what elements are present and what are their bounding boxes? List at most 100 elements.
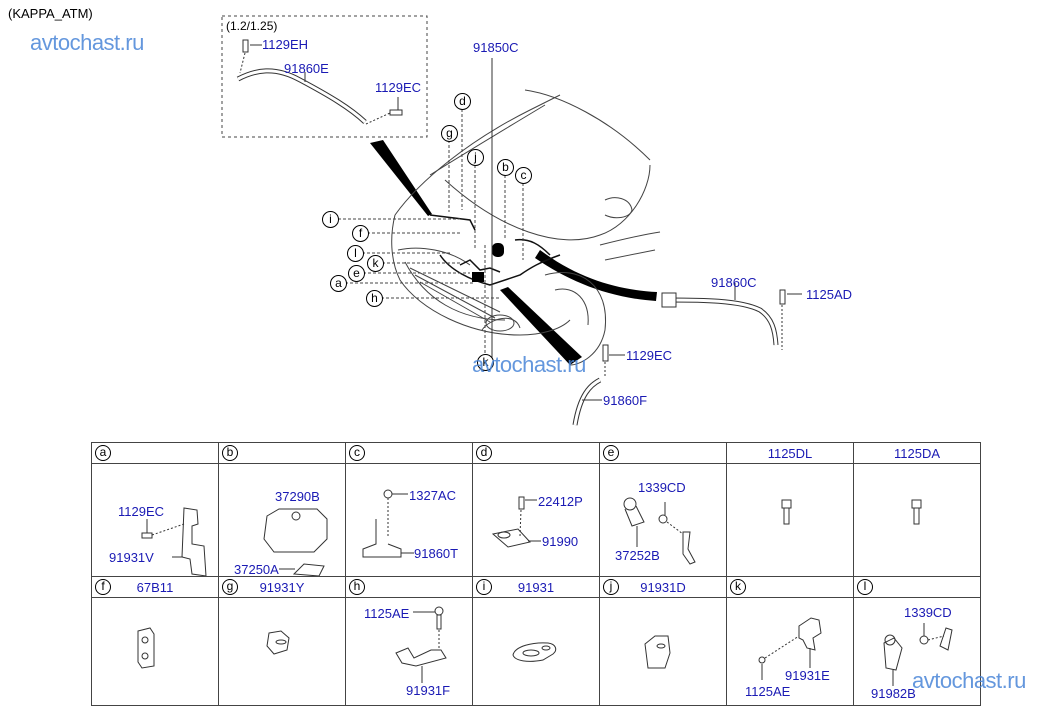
cell-j-header: j 91931D [599, 576, 727, 598]
cell-k-body: 91931E 1125AE [726, 597, 854, 706]
callout-g: g [441, 125, 458, 142]
cable-91860C [667, 297, 779, 346]
label-91931F: 91931F [406, 683, 451, 698]
connector-91982B-icon [883, 623, 953, 686]
watermark-middle: avtochast.ru [472, 352, 586, 377]
bracket-91931V-icon [141, 507, 207, 576]
callout-k-lower: k [477, 354, 494, 371]
callout-l: l [347, 245, 364, 262]
key-f: f [95, 579, 111, 595]
label-91982B: 91982B [871, 686, 916, 701]
key-h: h [349, 579, 365, 595]
cell-d-body: 22412P 91990 [472, 463, 600, 577]
cell-e-header: e [599, 442, 727, 464]
callout-k: k [367, 255, 384, 272]
inset-bolt-1129EC [389, 109, 403, 116]
bolt-1125AD [779, 289, 786, 305]
cell-f-body [91, 597, 219, 706]
label-91860C: 91860C [711, 275, 757, 290]
table-row-body-2: 1125AE 91931F 91931E 1125AE 1339CD 91982… [91, 597, 981, 706]
label-1129EC-lower: 1129EC [626, 348, 673, 363]
table-row-header-1: a b c d e 1125DL 1125DA [91, 442, 981, 464]
plate-91990-icon [491, 496, 541, 548]
title-91931: 91931 [517, 580, 555, 595]
label-91860F: 91860F [603, 393, 648, 408]
cell-i-header: i 91931 [472, 576, 600, 598]
leader-wedge-lower [500, 287, 582, 365]
cell-1125DA-body [853, 463, 981, 577]
key-i: i [476, 579, 492, 595]
bracket-91931F-icon [395, 606, 447, 683]
label-91931E: 91931E [785, 668, 830, 683]
leader-wedge-upper [370, 140, 432, 216]
bracket-91931E-icon [758, 617, 822, 680]
key-a: a [95, 445, 111, 461]
label-1339CD-e: 1339CD [638, 480, 686, 495]
callout-c: c [515, 167, 532, 184]
cell-b-body: 37290B 37250A [218, 463, 346, 577]
key-g: g [222, 579, 238, 595]
cell-h-body: 1125AE 91931F [345, 597, 473, 706]
label-91990: 91990 [542, 534, 579, 549]
cell-1125DA-header: 1125DA [853, 442, 981, 464]
label-91860T: 91860T [414, 546, 459, 561]
label-37250A: 37250A [234, 562, 279, 577]
label-37290B: 37290B [275, 489, 320, 504]
cell-i-body [472, 597, 600, 706]
title-1125DA: 1125DA [893, 446, 940, 461]
label-1129EH: 1129EH [262, 37, 309, 52]
leader-wedge-right [535, 250, 657, 301]
parts-table: a b c d e 1125DL 1125DA 1129EC 91931V 37… [91, 442, 981, 706]
table-row-body-1: 1129EC 91931V 37290B 37250A 1327AC 91860… [91, 463, 981, 577]
key-c: c [349, 445, 365, 461]
key-k: k [730, 579, 746, 595]
label-1125AE-k: 1125AE [745, 684, 791, 699]
label-1129EC-inset: 1129EC [375, 80, 422, 95]
label-1125AE-h: 1125AE [364, 606, 410, 621]
cell-a-header: a [91, 442, 219, 464]
sensor-37252B-icon [623, 497, 696, 565]
cell-g-header: g 91931Y [218, 576, 346, 598]
battery-cover-shape [492, 243, 504, 257]
cell-b-header: b [218, 442, 346, 464]
title-91931D: 91931D [640, 580, 686, 595]
variant-label: (KAPPA_ATM) [8, 6, 93, 21]
cable-91860F [572, 377, 602, 426]
cell-e-body: 1339CD 37252B [599, 463, 727, 577]
label-22412P: 22412P [538, 494, 583, 509]
bolt-1129EC-lower [602, 344, 609, 362]
cell-j-body [599, 597, 727, 706]
cell-1125DL-body [726, 463, 854, 577]
callout-f: f [352, 225, 369, 242]
callout-j: j [467, 149, 484, 166]
inset-bolt-1129EH [242, 39, 249, 53]
plate-67B11-icon [137, 627, 155, 669]
key-d: d [476, 445, 492, 461]
cell-c-body: 1327AC 91860T [345, 463, 473, 577]
cell-c-header: c [345, 442, 473, 464]
watermark-top: avtochast.ru [30, 30, 144, 55]
label-91931V: 91931V [109, 550, 154, 565]
callout-a: a [330, 275, 347, 292]
inset-spec: (1.2/1.25) [226, 19, 278, 33]
key-j: j [603, 579, 619, 595]
bolt-1125DL-icon [781, 499, 792, 525]
label-1125AD: 1125AD [806, 287, 853, 302]
label-1327AC: 1327AC [409, 488, 456, 503]
callout-h: h [366, 290, 383, 307]
key-e: e [603, 445, 619, 461]
cell-l-body: 1339CD 91982B [853, 597, 981, 706]
callout-e: e [348, 265, 365, 282]
cell-h-header: h [345, 576, 473, 598]
title-91931Y: 91931Y [259, 580, 305, 595]
cell-d-header: d [472, 442, 600, 464]
callout-b: b [497, 159, 514, 176]
label-91860E: 91860E [284, 61, 329, 76]
label-1339CD-l: 1339CD [904, 605, 952, 620]
cell-g-body [218, 597, 346, 706]
label-1129EC-a: 1129EC [118, 504, 165, 519]
battery-cover-37290B-icon [263, 508, 328, 576]
inset-cable-91860E [236, 68, 367, 124]
clip-91931Y-icon [266, 630, 290, 655]
